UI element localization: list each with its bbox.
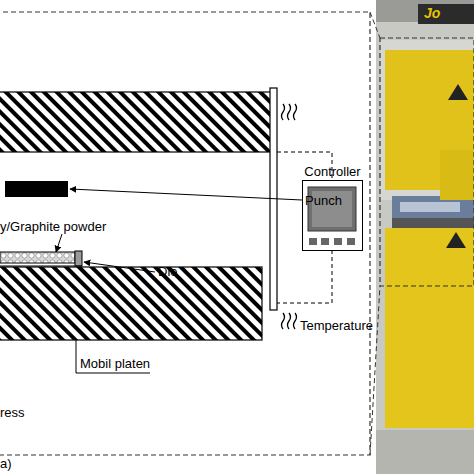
controller-button [347, 238, 355, 245]
inset-frame [0, 12, 370, 455]
control-wire [277, 250, 332, 303]
part-label: ress [0, 405, 25, 420]
controller-button [321, 238, 329, 245]
punch [5, 181, 68, 197]
zoom-line [370, 286, 380, 455]
controller-button [334, 238, 342, 245]
top-platen [0, 92, 275, 152]
leader-arrow [56, 234, 62, 252]
controller-button [309, 238, 317, 245]
part-label: Punch [305, 193, 342, 208]
die [75, 251, 82, 266]
leader-arrow [84, 262, 155, 272]
heat-symbol [282, 104, 297, 329]
die-base [0, 265, 82, 266]
press-photo [376, 0, 474, 474]
controller-box: Controller [302, 180, 363, 251]
node-title: Controller [303, 164, 362, 179]
part-label: y/Graphite powder [0, 219, 106, 234]
mobile-platen [0, 267, 262, 340]
zoom-line [370, 12, 380, 38]
part-label: Mobil platen [80, 356, 150, 371]
part-label: Temperature [300, 318, 373, 333]
leader-arrow [70, 189, 302, 200]
leader-line [76, 340, 150, 373]
part-label: a) [0, 456, 12, 471]
part-label: Die [158, 264, 178, 279]
logo-text: Jo [424, 6, 440, 21]
powder [0, 252, 75, 263]
